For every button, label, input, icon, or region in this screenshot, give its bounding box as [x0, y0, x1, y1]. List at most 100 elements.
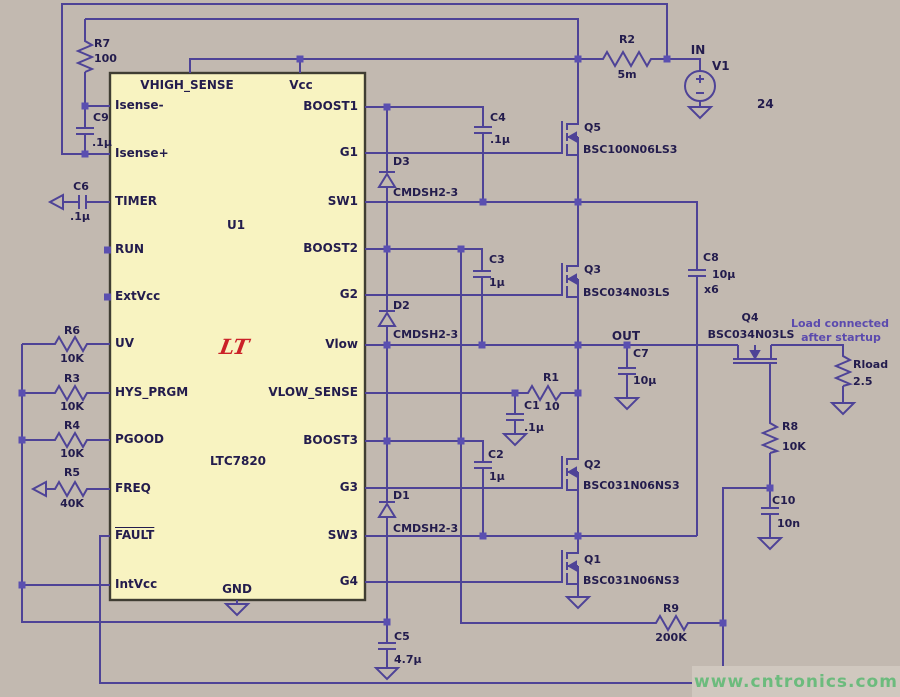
- watermark: www.cntronics.com: [692, 666, 900, 697]
- pin-label-g4: G4: [339, 574, 358, 588]
- load-note-line2: after startup: [801, 331, 881, 344]
- ic-body: [108, 71, 367, 602]
- q3-ref: Q3: [584, 263, 602, 276]
- d2-ref: D2: [393, 299, 410, 312]
- pin-label-freq: FREQ: [115, 481, 151, 495]
- capacitor-c4: [474, 126, 492, 134]
- pin-label-vlow-sense: VLOW_SENSE: [268, 385, 358, 399]
- r4-value: 10K: [60, 447, 84, 460]
- pin-label-vlow: Vlow: [325, 337, 358, 351]
- c7-value: 10µ: [633, 374, 657, 387]
- r2-value: 5m: [617, 68, 637, 81]
- d3-ref: D3: [393, 155, 410, 168]
- v1-ref: V1: [712, 59, 730, 73]
- pin-label-sw3: SW3: [327, 528, 358, 542]
- c7-ref: C7: [633, 347, 649, 360]
- pin-label-run: RUN: [115, 242, 145, 256]
- resistor-r9: [653, 613, 691, 633]
- ic-part-number: LTC7820: [209, 454, 267, 468]
- pin-label-g2: G2: [339, 287, 358, 301]
- pin-label-extvcc: ExtVcc: [115, 289, 161, 303]
- pin-markers: [104, 246, 111, 301]
- mosfet-q3: [560, 260, 579, 299]
- pin-marker-run: [104, 246, 111, 254]
- diode-d1: [377, 501, 397, 518]
- r9-value: 200K: [655, 631, 687, 644]
- resistor-r2: [600, 49, 655, 69]
- rload-ref: Rload: [853, 358, 889, 371]
- pin-label-timer: TIMER: [115, 194, 158, 208]
- r8-value: 10K: [782, 440, 806, 453]
- q4-ref: Q4: [741, 311, 759, 324]
- pin-label-uv: UV: [115, 336, 135, 350]
- r6-value: 10K: [60, 352, 84, 365]
- c10-value: 10n: [777, 517, 801, 530]
- pin-label-vcc: Vcc: [289, 78, 313, 92]
- ground-symbols: [223, 106, 857, 681]
- q2-value: BSC031N06NS3: [583, 479, 680, 492]
- arrow-terminal-c6: [47, 193, 64, 211]
- pin-label-gnd: GND: [222, 582, 252, 596]
- pin-label-g1: G1: [339, 145, 358, 159]
- mosfet-q2: [560, 453, 579, 492]
- v1-value: 24: [757, 97, 774, 111]
- d3-value: CMDSH2-3: [393, 186, 459, 199]
- resistor-r6: [52, 334, 90, 354]
- diode-d2: [377, 310, 397, 327]
- resistor-r4: [52, 430, 90, 450]
- r1-value: 10: [544, 400, 560, 413]
- net-label-out: OUT: [611, 329, 641, 343]
- c8-value: 10µ: [712, 268, 736, 281]
- r6-ref: R6: [63, 324, 81, 337]
- capacitor-c8: [688, 269, 706, 277]
- c9-value: .1µ: [92, 136, 112, 149]
- c3-value: 1µ: [489, 276, 505, 289]
- capacitor-c10: [761, 507, 779, 515]
- mosfet-q5: [560, 118, 579, 157]
- capacitor-c2: [474, 461, 492, 469]
- r2-ref: R2: [618, 33, 636, 46]
- junction-dots: [18, 55, 774, 627]
- c3-ref: C3: [489, 253, 505, 266]
- capacitor-c3: [473, 270, 491, 278]
- r4-ref: R4: [63, 419, 81, 432]
- c9-ref: C9: [93, 111, 109, 124]
- capacitor-c9: [76, 127, 94, 135]
- q5-value: BSC100N06LS3: [583, 143, 678, 156]
- resistor-r7: [75, 38, 95, 73]
- rload-value: 2.5: [853, 375, 873, 388]
- pin-label-sw1: SW1: [327, 194, 358, 208]
- r5-value: 40K: [60, 497, 84, 510]
- c4-value: .1µ: [490, 133, 510, 146]
- resistor-r3: [52, 383, 90, 403]
- capacitor-c7: [618, 367, 636, 375]
- d1-ref: D1: [393, 489, 410, 502]
- r3-value: 10K: [60, 400, 84, 413]
- c2-ref: C2: [488, 448, 504, 461]
- mosfet-q1: [560, 547, 579, 586]
- pin-label-pgood: PGOOD: [115, 432, 165, 446]
- c8-ref: C8: [703, 251, 719, 264]
- r8-ref: R8: [782, 420, 799, 433]
- c4-ref: C4: [490, 111, 506, 124]
- c1-value: .1µ: [524, 421, 544, 434]
- pin-label-boost1: BOOST1: [303, 99, 358, 113]
- q4-value: BSC034N03LS: [707, 328, 795, 341]
- pin-label-hys-prgm: HYS_PRGM: [115, 385, 189, 399]
- ic-refdes: U1: [226, 218, 246, 232]
- net-label-in: IN: [690, 43, 706, 57]
- c5-value: 4.7µ: [394, 653, 422, 666]
- voltage-source-v1: [684, 70, 716, 102]
- capacitor-c6: [78, 195, 87, 209]
- capacitor-c1: [506, 413, 524, 421]
- r9-ref: R9: [662, 602, 680, 615]
- resistor-r5: [52, 479, 90, 499]
- r7-value: 100: [94, 52, 117, 65]
- pin-label-boost2: BOOST2: [303, 241, 358, 255]
- arrow-terminal-freq: [30, 480, 47, 498]
- c1-ref: C1: [524, 399, 540, 412]
- resistor-r1: [525, 383, 565, 403]
- q2-ref: Q2: [584, 458, 602, 471]
- d2-value: CMDSH2-3: [393, 328, 459, 341]
